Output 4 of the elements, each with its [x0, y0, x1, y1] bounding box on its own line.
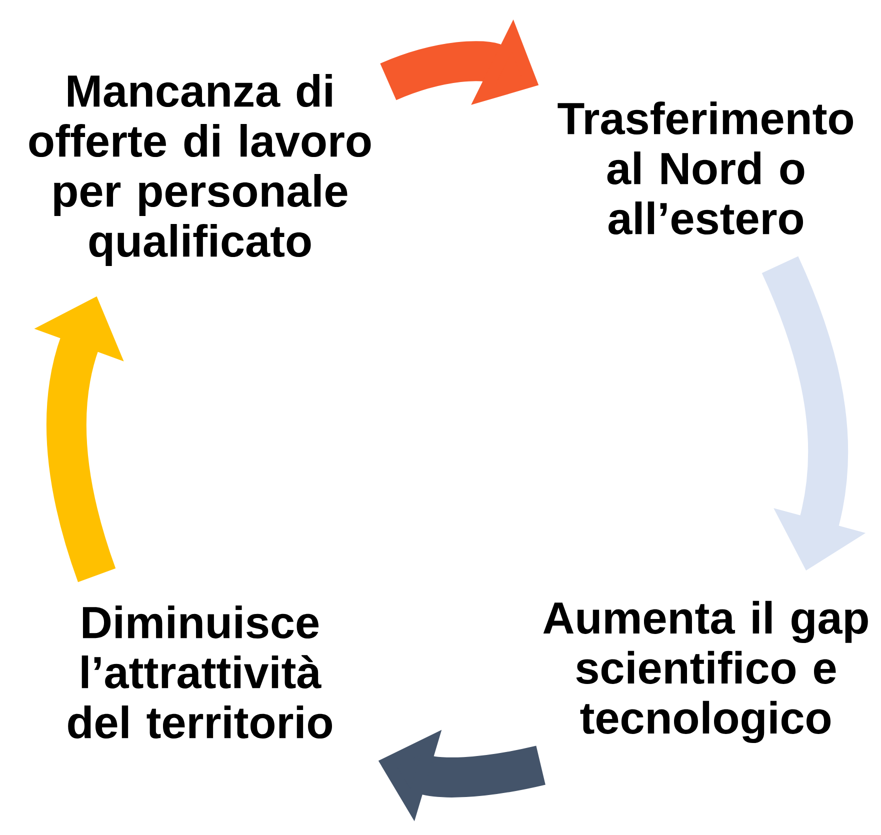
cycle-step-text: Mancanza di offerte di lavoro per personale qualificato [29, 74, 371, 266]
cycle-step-text: Trasferimento al Nord o all’estero [558, 101, 853, 234]
cycle-step-text: Diminuisce l’attrattività del territorio [68, 605, 332, 738]
cycle-step-text: Aumenta il gap scientifico e tecnologico [543, 600, 868, 744]
